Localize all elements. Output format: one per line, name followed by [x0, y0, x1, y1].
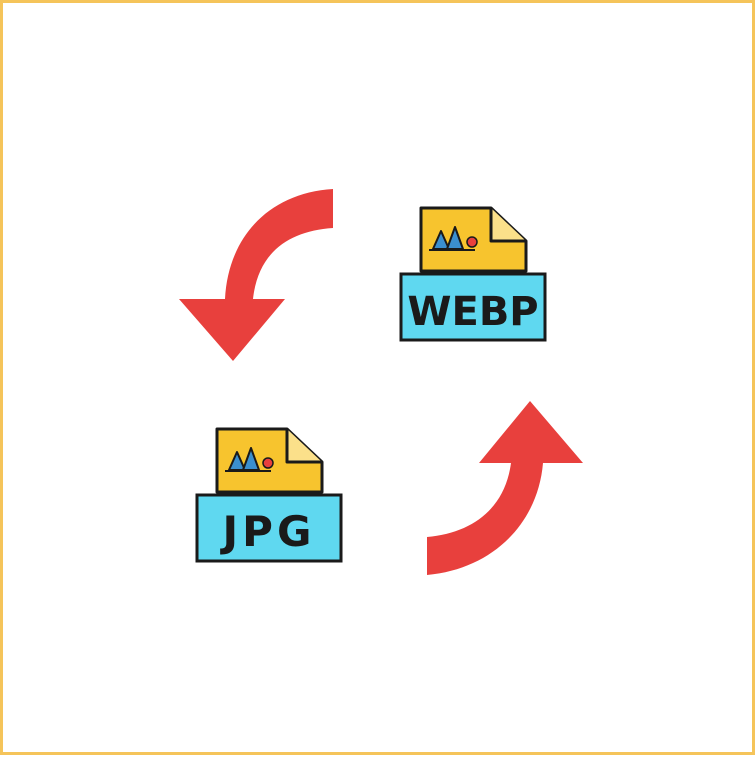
curved-arrow-left-down-icon [179, 189, 333, 361]
webp-file-icon: WEBP [399, 206, 547, 342]
conversion-illustration: WEBP JPG [179, 189, 583, 575]
tree-icon [429, 226, 475, 251]
tree-icon [225, 447, 271, 472]
sun-icon [466, 236, 478, 248]
jpg-label: JPG [220, 507, 316, 556]
curved-arrow-right-up-icon [427, 401, 583, 575]
sun-icon [262, 457, 274, 469]
webp-label: WEBP [407, 289, 538, 335]
jpg-file-icon: JPG [195, 427, 343, 563]
